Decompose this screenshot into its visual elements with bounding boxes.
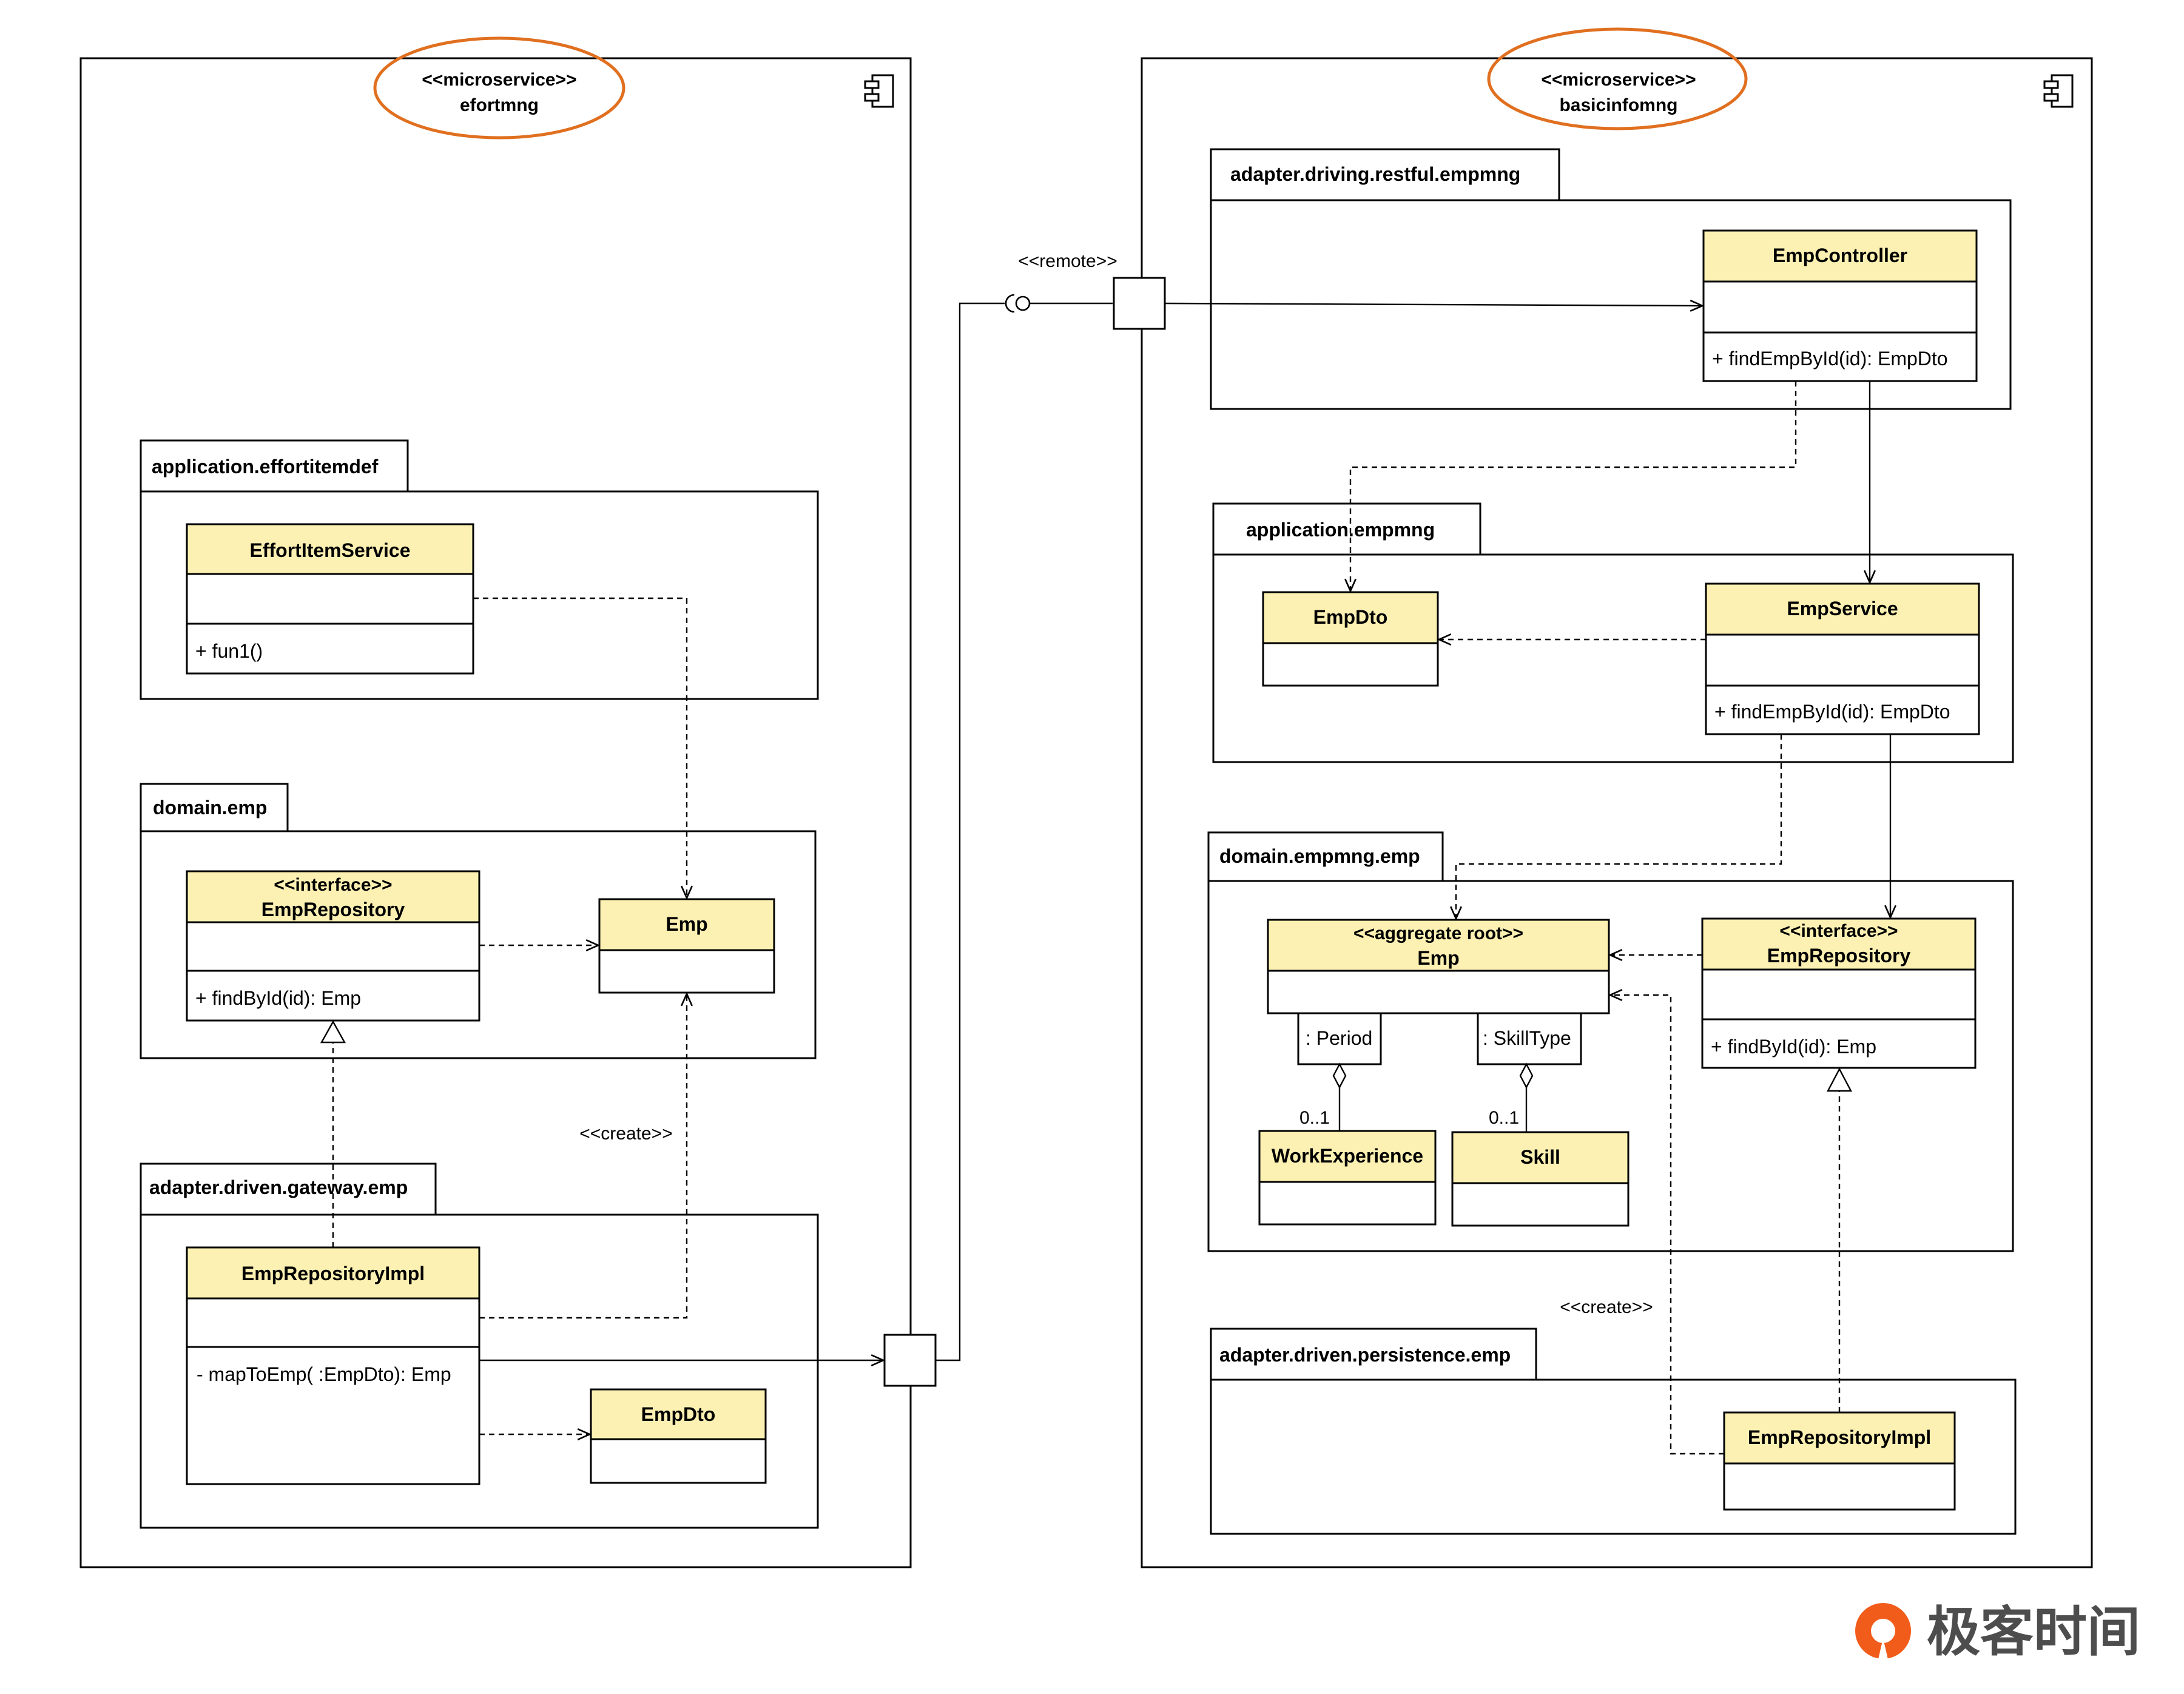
aggregation-diamond-period <box>1332 1062 1347 1089</box>
microservice-name: basicinfomng <box>1559 95 1677 115</box>
class-operation: + findEmpById(id): EmpDto <box>1714 701 1950 723</box>
realization-arrowhead <box>1827 1067 1852 1092</box>
class-emp-controller: EmpController + findEmpById(id): EmpDto <box>1702 229 1978 382</box>
class-stereotype: <<interface>> <box>1779 921 1898 941</box>
package-label: application.empmng <box>1246 519 1435 541</box>
remote-label: <<remote>> <box>1018 251 1117 271</box>
package-application-effortitemdef: application.effortitemdef <box>140 439 819 700</box>
class-name: EmpDto <box>1313 606 1388 628</box>
package-label: adapter.driving.restful.empmng <box>1230 163 1520 185</box>
required-interface-line <box>935 302 1005 1362</box>
package-label: adapter.driven.persistence.emp <box>1219 1344 1511 1366</box>
class-name: EmpRepository <box>261 899 405 920</box>
class-name: EffortItemService <box>250 539 411 561</box>
class-name: Skill <box>1520 1146 1560 1168</box>
create-label-right: <<create>> <box>1560 1297 1653 1317</box>
create-label-left: <<create>> <box>579 1124 672 1144</box>
microservice-stereotype: <<microservice>> <box>1541 70 1696 90</box>
class-operation: + findById(id): Emp <box>195 987 361 1009</box>
class-name: EmpService <box>1787 598 1898 619</box>
geekbang-logo: 极客时间 <box>1855 1601 2140 1670</box>
class-stereotype: <<aggregate root>> <box>1353 923 1523 943</box>
create-impl-to-emp <box>1610 995 1724 1455</box>
microservice-efortmng: <<microservice>> efortmng <box>79 36 912 1568</box>
logo-mark-icon <box>1855 1603 1911 1670</box>
class-work-experience: WorkExperience <box>1258 1130 1437 1226</box>
microservice-basicinfomng: <<microservice>> basicinfomng <box>1141 27 2093 1568</box>
package-application-empmng: application.empmng <box>1212 502 2014 763</box>
class-name: WorkExperience <box>1272 1145 1423 1167</box>
class-emp-dto-right: EmpDto <box>1262 591 1439 687</box>
package-adapter-driven-persistence-emp: adapter.driven.persistence.emp <box>1210 1328 2017 1535</box>
highlight-ellipse <box>1487 27 1748 130</box>
package-domain-emp: domain.emp <box>140 783 817 1059</box>
microservice-stereotype: <<microservice>> <box>422 70 576 90</box>
component-icon <box>864 74 894 108</box>
class-skill: Skill <box>1451 1131 1630 1227</box>
qualifier-period: : Period <box>1297 1012 1382 1065</box>
realization-arrowhead <box>320 1020 346 1044</box>
qualifier-label: : SkillType <box>1483 1027 1571 1049</box>
package-domain-empmng-emp: domain.empmng.emp <box>1207 831 2014 1252</box>
package-label: domain.emp <box>153 797 267 818</box>
class-emp-dto-left: EmpDto <box>590 1388 767 1484</box>
class-emp-aggregate-root: <<aggregate root>> Emp <box>1267 919 1610 1014</box>
class-operation: - mapToEmp( :EmpDto): Emp <box>197 1363 451 1385</box>
usage-port-to-empcontroller <box>1164 303 1702 306</box>
class-stereotype: <<interface>> <box>274 875 392 895</box>
package-adapter-driven-gateway-emp: adapter.driven.gateway.emp <box>140 1163 819 1529</box>
class-name: EmpRepositoryImpl <box>241 1263 425 1284</box>
dependency-empservice-to-emp <box>1456 734 1782 919</box>
class-name: EmpRepository <box>1767 945 1911 967</box>
port-right <box>1113 277 1166 330</box>
microservice-name: efortmng <box>460 95 539 115</box>
class-name: EmpController <box>1773 245 1907 266</box>
aggregation-diamond-skilltype <box>1519 1062 1534 1089</box>
package-adapter-driving-restful-empmng: adapter.driving.restful.empmng <box>1210 148 2012 410</box>
dependency-effortitemservice-to-emp <box>473 597 687 898</box>
multiplicity-skilltype: 0..1 <box>1489 1108 1519 1128</box>
class-operation: + fun1() <box>195 640 263 662</box>
highlight-ellipse <box>373 36 625 140</box>
class-emp-left: Emp <box>598 898 775 994</box>
class-name: Emp <box>666 913 707 935</box>
package-label: application.effortitemdef <box>152 456 379 477</box>
qualifier-skilltype: : SkillType <box>1477 1012 1582 1065</box>
dependency-empcontroller-to-empdto <box>1350 381 1797 591</box>
class-name: EmpDto <box>641 1403 716 1425</box>
qualifier-label: : Period <box>1306 1027 1372 1049</box>
class-operation: + findEmpById(id): EmpDto <box>1712 348 1948 370</box>
multiplicity-period: 0..1 <box>1299 1108 1330 1128</box>
package-label: domain.empmng.emp <box>1219 845 1420 867</box>
provided-interface-ball <box>1015 295 1031 311</box>
create-impl-to-emp <box>479 994 687 1319</box>
class-name: EmpRepositoryImpl <box>1748 1426 1931 1448</box>
class-emp-repository-interface: <<interface>> EmpRepository + findById(i… <box>186 870 480 1022</box>
component-icon <box>2043 74 2074 108</box>
required-interface-socket <box>1005 294 1015 313</box>
class-emp-repository-right: <<interface>> EmpRepository + findById(i… <box>1701 917 1977 1069</box>
class-effort-item-service: EffortItemService + fun1() <box>186 523 474 675</box>
logo-text: 极客时间 <box>1927 1601 2140 1663</box>
class-name: Emp <box>1417 947 1459 969</box>
class-emp-repository-impl-left: EmpRepositoryImpl - mapToEmp( :EmpDto): … <box>186 1246 480 1485</box>
class-emp-service: EmpService + findEmpById(id): EmpDto <box>1705 582 1980 735</box>
class-emp-repository-impl-right: EmpRepositoryImpl <box>1723 1411 1956 1511</box>
port-left <box>883 1334 937 1387</box>
class-operation: + findById(id): Emp <box>1711 1036 1876 1058</box>
package-label: adapter.driven.gateway.emp <box>149 1176 408 1198</box>
